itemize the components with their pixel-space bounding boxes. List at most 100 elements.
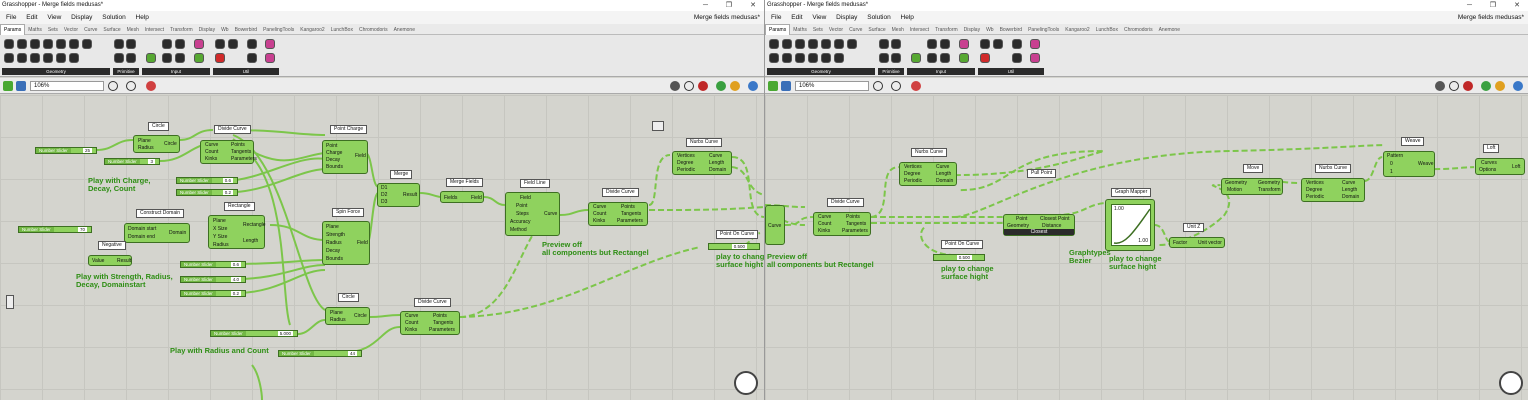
input-d3[interactable]: D3 [381, 199, 388, 205]
input-point[interactable]: Point [326, 143, 338, 149]
input-periodic[interactable]: Periodic [904, 178, 923, 184]
util-icon[interactable] [265, 53, 275, 63]
arrow-right-icon[interactable] [247, 53, 257, 63]
save-icon[interactable] [781, 81, 791, 91]
output-domain[interactable]: Domain [1342, 194, 1360, 200]
field-line-component[interactable]: Field Point Steps Accuracy Method Curve [505, 192, 560, 236]
menu-solution[interactable]: Solution [867, 14, 891, 21]
input-factor[interactable]: Factor [1173, 240, 1188, 246]
input-count[interactable]: Count [593, 211, 607, 217]
menu-view[interactable]: View [812, 14, 827, 21]
divide-curve-component[interactable]: Curve Count Kinks Points Tangents Parame… [588, 202, 648, 226]
input-vertices[interactable]: Vertices [677, 153, 695, 159]
input-decay[interactable]: Decay [326, 157, 341, 163]
input-field[interactable]: Field [520, 195, 531, 201]
primitive-icon[interactable] [891, 53, 901, 63]
output-curve[interactable]: Curve [936, 164, 950, 170]
preview-selected-icon[interactable] [698, 81, 708, 91]
output-points[interactable]: Points [621, 204, 635, 210]
rectangle-component[interactable]: Plane X Size Y Size Radius Rectangle Len… [208, 215, 266, 249]
cherry-icon[interactable] [215, 53, 225, 63]
circle-component[interactable]: Plane Radius Circle [133, 135, 180, 153]
tab-display[interactable]: Display [198, 27, 216, 33]
nurbs-curve-component[interactable]: Vertices Degree Periodic Curve Length Do… [672, 151, 732, 175]
input-plane[interactable]: Plane [330, 310, 343, 316]
output-curve[interactable]: Curve [1342, 180, 1356, 186]
zoom-extents-icon[interactable] [873, 81, 883, 91]
zoom-extents-icon[interactable] [108, 81, 118, 91]
input-icon[interactable] [940, 39, 950, 49]
output-points[interactable]: Points [231, 142, 245, 148]
input-icon[interactable] [175, 53, 185, 63]
menu-display[interactable]: Display [836, 14, 858, 21]
input-vertices[interactable]: Vertices [1306, 180, 1324, 186]
input-curve[interactable]: Curve [593, 204, 607, 210]
tab-curve[interactable]: Curve [849, 27, 863, 33]
close-icon[interactable]: ✕ [750, 2, 756, 9]
preview-selected-icon[interactable] [1463, 81, 1473, 91]
input-icon[interactable] [146, 53, 156, 63]
primitive-icon[interactable] [114, 39, 124, 49]
zoom-field[interactable]: 106% [30, 81, 104, 91]
output-transform[interactable]: Transform [1258, 187, 1281, 193]
tab-chromodoris[interactable]: Chromodoris [1123, 27, 1153, 33]
arrow-right-icon[interactable] [247, 39, 257, 49]
util-icon[interactable] [1030, 39, 1040, 49]
input-curve[interactable]: Curve [405, 313, 419, 319]
tab-anemone[interactable]: Anemone [1158, 27, 1180, 33]
output-points[interactable]: Points [846, 214, 860, 220]
input-d2[interactable]: D2 [381, 192, 388, 198]
merge-component[interactable]: D1 D2 D3 Result [377, 183, 420, 207]
geometry-icon[interactable] [43, 39, 53, 49]
input-icon[interactable] [940, 53, 950, 63]
input-icon[interactable] [927, 53, 937, 63]
tab-intersect[interactable]: Intersect [144, 27, 165, 33]
move-component[interactable]: Geometry Motion Geometry Transform [1221, 178, 1283, 195]
output-curve[interactable]: Curve [709, 153, 723, 159]
output-parameters[interactable]: Parameters [429, 327, 455, 333]
tab-panelingtools[interactable]: PanelingTools [1028, 27, 1060, 33]
geometry-icon[interactable] [69, 53, 79, 63]
unit-z-component[interactable]: Factor Unit vector [1169, 237, 1225, 248]
geometry-icon[interactable] [56, 53, 66, 63]
geometry-icon[interactable] [769, 53, 779, 63]
util-icon[interactable] [993, 39, 1003, 49]
tab-bowerbird[interactable]: Bowerbird [234, 27, 258, 33]
primitive-icon[interactable] [126, 39, 136, 49]
util-icon[interactable] [980, 39, 990, 49]
arrow-right-icon[interactable] [1012, 53, 1022, 63]
loft-component[interactable]: Curves Options Loft [1475, 158, 1525, 175]
point-on-curve-slider[interactable]: 0.500 [933, 254, 985, 261]
menu-display[interactable]: Display [71, 14, 93, 21]
menu-help[interactable]: Help [900, 14, 914, 21]
geometry-icon[interactable] [769, 39, 779, 49]
preview-off-icon[interactable] [1449, 81, 1459, 91]
minimize-icon[interactable]: ─ [703, 2, 708, 9]
input-icon[interactable] [959, 39, 969, 49]
menu-edit[interactable]: Edit [791, 14, 803, 21]
tab-surface[interactable]: Surface [868, 27, 886, 33]
input-degree[interactable]: Degree [1306, 187, 1323, 193]
input-icon[interactable] [927, 39, 937, 49]
geometry-icon[interactable] [30, 53, 40, 63]
tab-params[interactable]: Params [765, 24, 791, 36]
open-file-icon[interactable] [3, 81, 13, 91]
point-charge-component[interactable]: Point Charge Decay Bounds Field [322, 140, 368, 174]
input-count[interactable]: Count [818, 221, 832, 227]
input-accuracy[interactable]: Accuracy [510, 219, 531, 225]
tab-maths[interactable]: Maths [793, 27, 807, 33]
circle-component[interactable]: Plane Radius Circle [325, 307, 370, 325]
input-bounds[interactable]: Bounds [326, 164, 343, 170]
geometry-icon[interactable] [808, 39, 818, 49]
merge-fields-component[interactable]: Fields Field [440, 191, 484, 203]
output-distance[interactable]: Distance [1042, 223, 1062, 229]
input-kinks[interactable]: Kinks [205, 156, 218, 162]
output-tangents[interactable]: Tangents [621, 211, 642, 217]
maximize-icon[interactable]: ❐ [725, 2, 732, 9]
output-parameters[interactable]: Parameters [617, 218, 643, 224]
input-0[interactable]: 0 [1390, 161, 1393, 167]
menu-file[interactable]: File [771, 14, 782, 21]
